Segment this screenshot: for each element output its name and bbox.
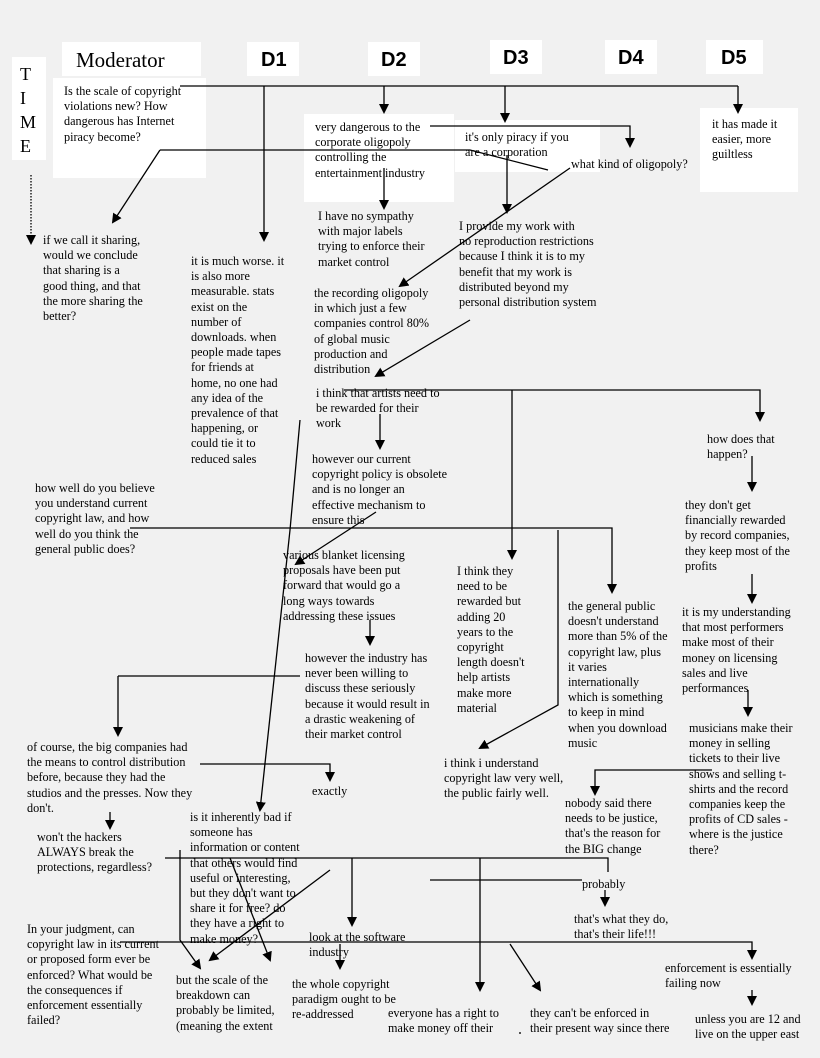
d2-blanket-licensing: various blanket licensing proposals have…	[283, 548, 405, 623]
time-letter: M	[20, 112, 37, 132]
d5-how-does-that-happen: how does that happen?	[707, 432, 775, 462]
d3-header: D3	[503, 47, 529, 69]
d2-software-industry: look at the software industry	[309, 930, 406, 960]
d5-made-it-easier: it has made it easier, more guiltless	[712, 117, 778, 162]
text-layer: Is the scale of copyright violations new…	[27, 84, 801, 1041]
moderator-question-box	[53, 78, 206, 178]
moderator-header-box	[62, 42, 201, 76]
moderator-question-scale: Is the scale of copyright violations new…	[64, 84, 182, 144]
d2-policy-obsolete: however our current copyright policy is …	[312, 452, 448, 527]
d2-no-sympathy: I have no sympathy with major labels try…	[318, 209, 425, 269]
d2-artists-rewarded: i think that artists need to be rewarded…	[316, 386, 440, 431]
d5-musicians-money: musicians make their money in selling ti…	[689, 721, 793, 857]
time-box	[12, 57, 46, 160]
time-letter: E	[20, 136, 31, 156]
moderator-header: Moderator	[76, 48, 165, 72]
d5-enforcement-failing: enforcement is essentially failing now	[665, 961, 792, 991]
d4-header-box	[605, 40, 657, 74]
connector	[430, 125, 635, 148]
connector	[590, 769, 712, 796]
connector	[255, 419, 301, 812]
d1-much-worse: it is much worse. it is also more measur…	[191, 254, 285, 466]
d2-industry-never-willing: however the industry has never been will…	[305, 651, 430, 742]
d4-what-kind-of-oligopoly: what kind of oligopoly?	[571, 157, 688, 171]
d3-need-to-be-rewarded: I think they need to be rewarded but add…	[457, 564, 525, 715]
d1-inherently-bad: is it inherently bad if someone has info…	[190, 810, 300, 946]
connector	[165, 857, 609, 872]
d2-recording-oligopoly: the recording oligopoly in which just a …	[314, 286, 430, 377]
d2-header: D2	[381, 49, 407, 71]
d5-performers-licensing: it is my understanding that most perform…	[682, 605, 791, 696]
moderator-judgment: In your judgment, can copyright law in i…	[27, 922, 159, 1028]
connector	[229, 857, 272, 962]
d3-understand-law: i think i understand copyright law very …	[444, 756, 564, 801]
d3-only-piracy: it's only piracy if you are a corporatio…	[465, 130, 569, 160]
d1-header-box	[247, 42, 299, 76]
d3-right-to-make-money: everyone has a right to make money off t…	[388, 1006, 500, 1036]
d4-thats-what-they-do: that's what they do, that's their life!!…	[574, 912, 669, 942]
d2-very-dangerous: very dangerous to the corporate oligopol…	[315, 120, 425, 180]
connector	[509, 943, 542, 992]
time-axis-label: T I M E	[20, 62, 37, 158]
connector	[344, 389, 765, 422]
d4-cant-be-enforced: they can't be enforced in their present …	[530, 1006, 670, 1036]
connector	[120, 941, 757, 960]
d1-header: D1	[261, 49, 287, 71]
d2-answer-box	[304, 114, 454, 202]
d5-unless-you-are-12: unless you are 12 and live on the upper …	[695, 1012, 801, 1042]
connector	[208, 869, 331, 962]
d3-provide-my-work: I provide my work with no reproduction r…	[459, 219, 597, 310]
d5-dont-get-rewarded: they don't get financially rewarded by r…	[685, 498, 790, 573]
moderator-big-companies: of course, the big companies had the mea…	[27, 740, 193, 815]
d5-header-box	[706, 40, 763, 74]
connector	[398, 167, 571, 288]
d4-header: D4	[618, 47, 644, 69]
moderator-hackers: won't the hackers ALWAYS break the prote…	[37, 830, 153, 875]
d1-scale-breakdown: but the scale of the breakdown can proba…	[176, 973, 275, 1033]
connector	[294, 511, 377, 566]
d5-header: D5	[721, 47, 747, 69]
d5-answer-box	[700, 108, 798, 192]
time-letter: T	[20, 64, 31, 84]
connector	[179, 850, 202, 970]
d2-copyright-paradigm: the whole copyright paradigm ought to be…	[292, 977, 396, 1022]
connector	[374, 319, 471, 378]
d2-header-box	[368, 42, 420, 76]
connector	[160, 149, 549, 171]
d4-general-public: the general public doesn't understand mo…	[568, 599, 668, 750]
d4-probably: probably	[582, 877, 626, 891]
d2-exactly: exactly	[312, 784, 348, 798]
d3-header-box	[490, 40, 542, 74]
connector	[111, 149, 161, 224]
time-letter: I	[20, 88, 26, 108]
d3-answer-box	[455, 120, 600, 172]
connector	[200, 763, 335, 782]
moderator-understand-law: how well do you believe you understand c…	[35, 481, 155, 556]
moderator-call-it-sharing: if we call it sharing, would we conclude…	[43, 233, 143, 324]
connector	[478, 530, 559, 749]
d4-no-justice: nobody said there needs to be justice, t…	[565, 796, 661, 856]
